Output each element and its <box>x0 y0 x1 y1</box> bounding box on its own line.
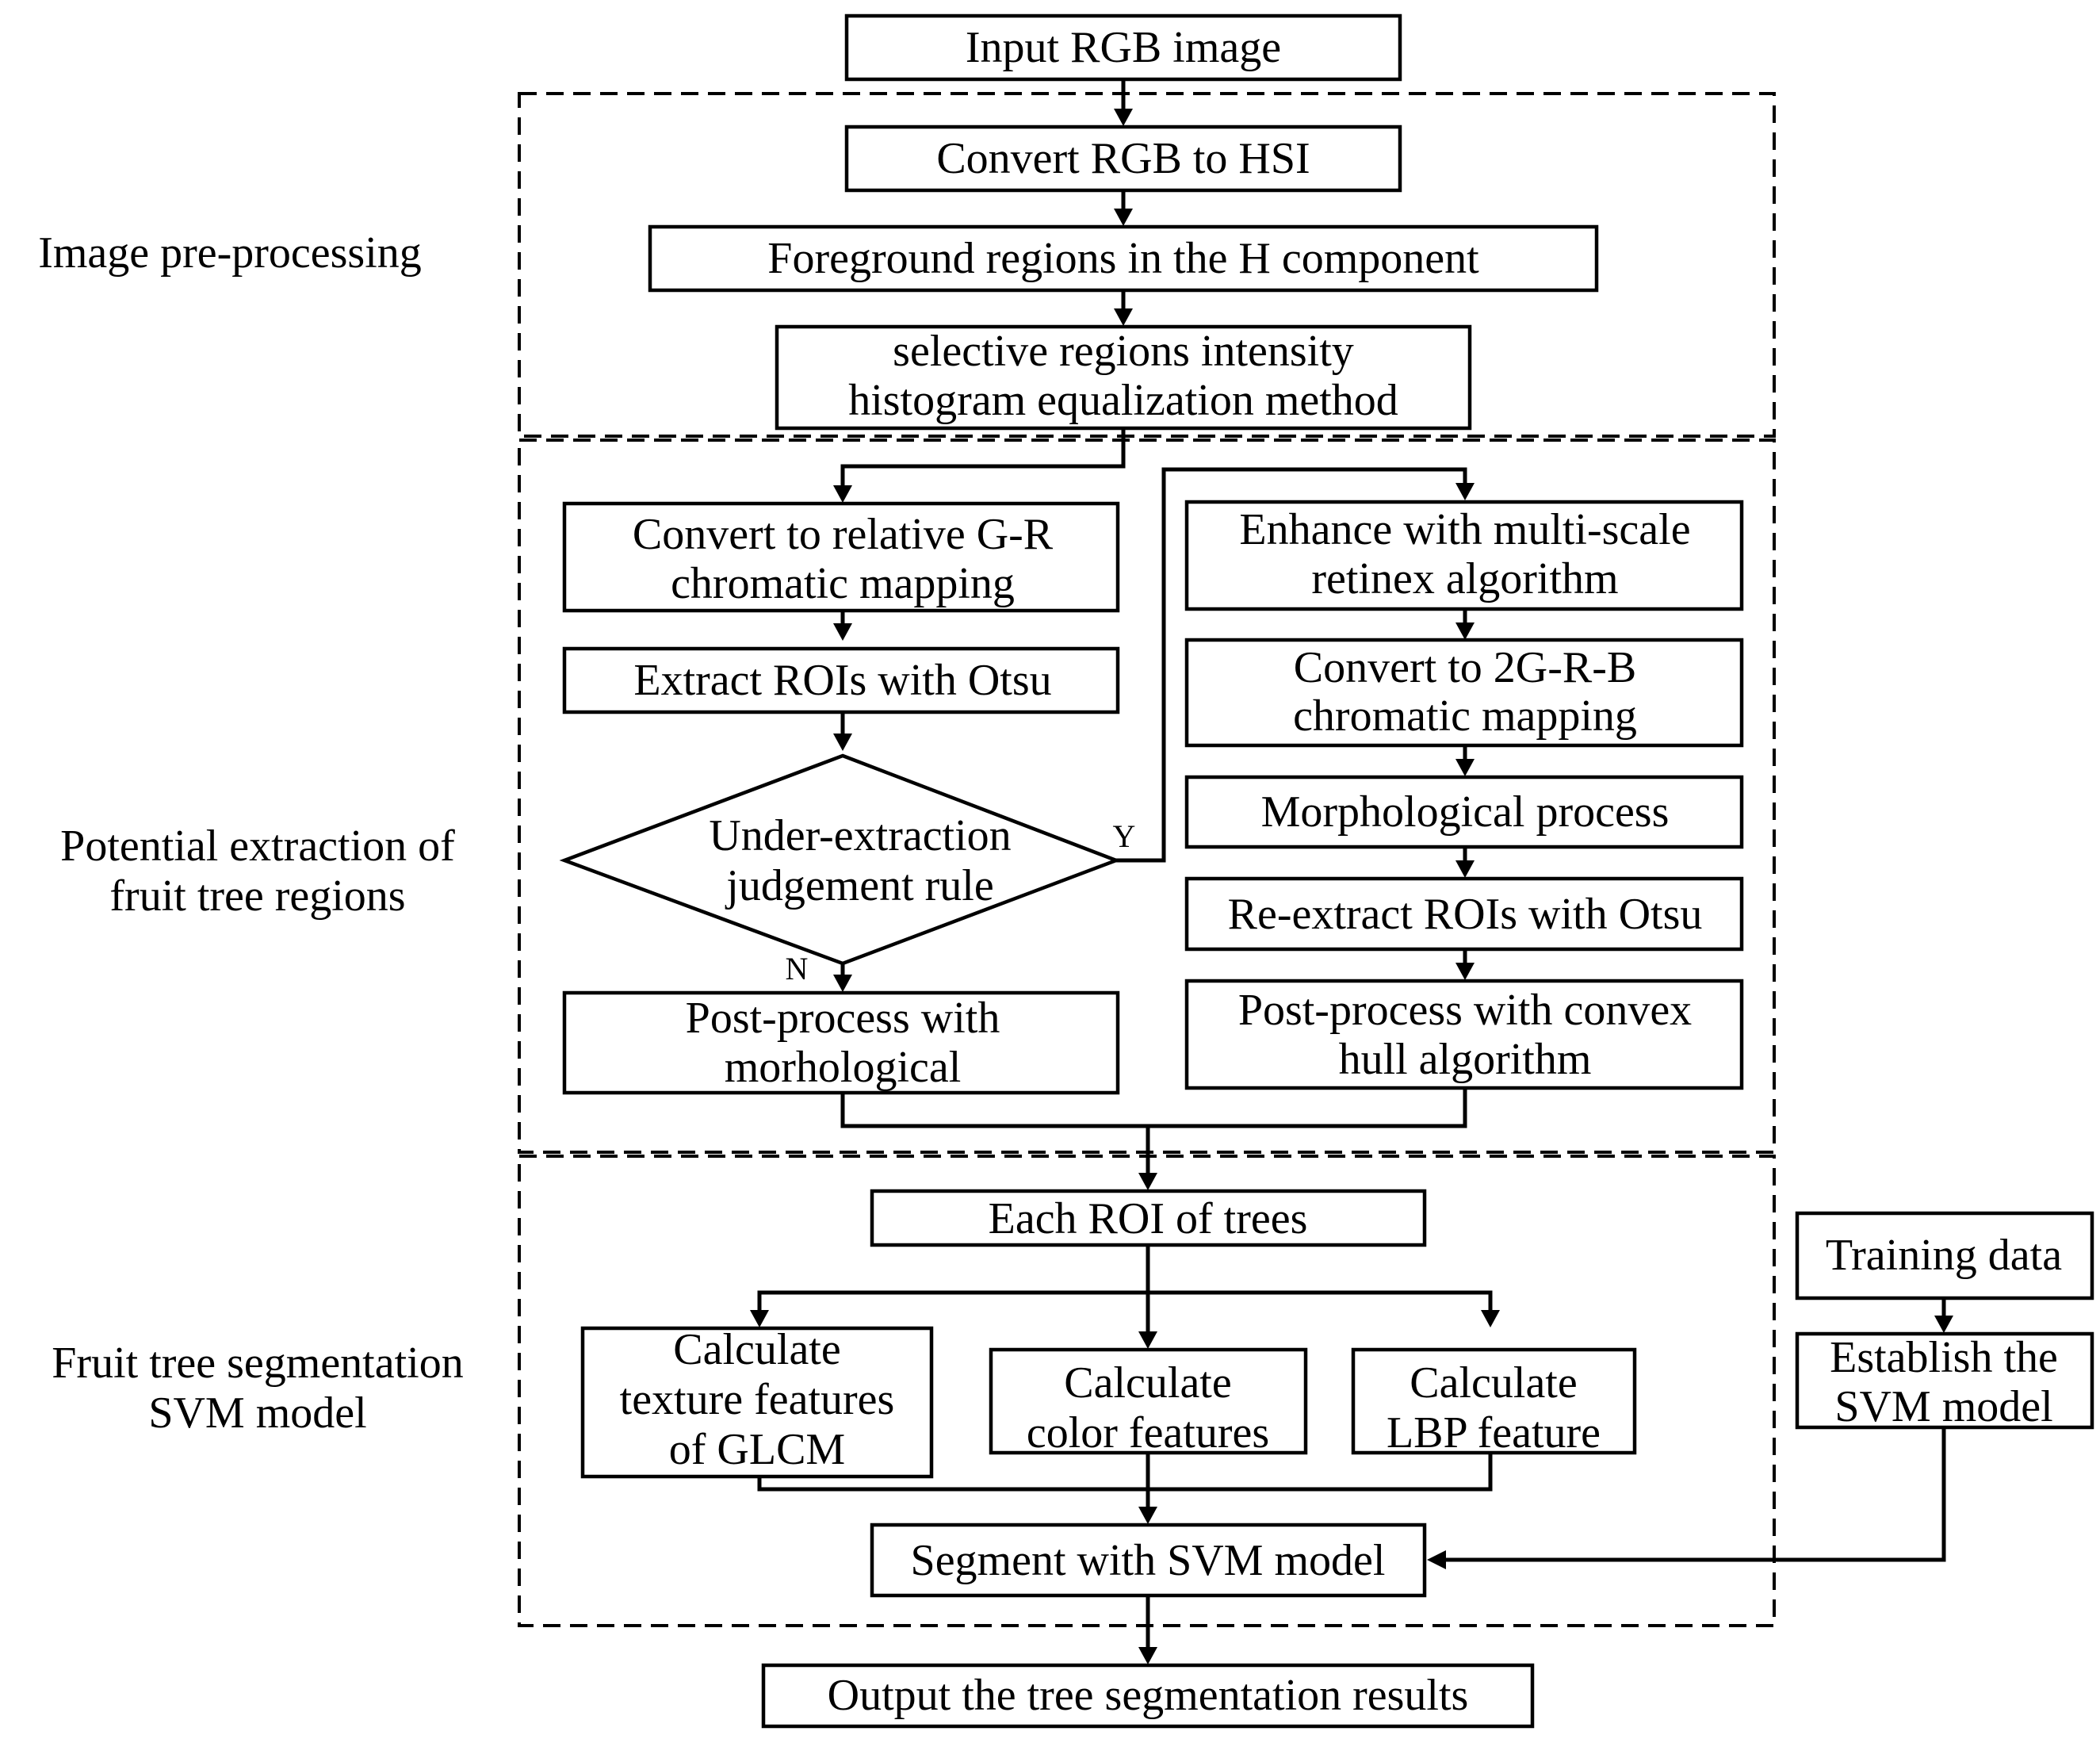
node-output-segmentation-results-label: Output the tree segmentation results <box>828 1671 1469 1720</box>
node-convex-hull <box>1184 979 1744 1090</box>
node-under-extraction-decision <box>559 753 1122 966</box>
node-training-data <box>1795 1211 2094 1300</box>
node-segment-with-svm-label: Segment with SVM model <box>911 1536 1386 1585</box>
node-convex-hull-line2: hull algorithm <box>1339 1035 1592 1084</box>
node-re-extract-rois-otsu <box>1184 876 1744 952</box>
node-histogram-equalization-line2: histogram equalization method <box>848 376 1398 425</box>
node-morphological-process <box>1184 775 1744 849</box>
node-histogram-equalization-line1: selective regions intensity <box>893 327 1354 376</box>
node-training-data-label: Training data <box>1826 1231 2062 1280</box>
node-2grb-mapping-line2: chromatic mapping <box>1293 691 1637 741</box>
node-2grb-mapping-line1: Convert to 2G-R-B <box>1294 643 1636 692</box>
node-histogram-equalization <box>775 324 1472 431</box>
node-morphological-process-label: Morphological process <box>1261 787 1670 837</box>
node-texture-features-glcm <box>580 1326 934 1479</box>
node-post-process-morphological-line2: morhological <box>725 1043 962 1092</box>
branch-label-yes: Y <box>1113 818 1136 854</box>
node-establish-svm-model <box>1795 1331 2094 1430</box>
node-foreground-regions-label: Foreground regions in the H component <box>767 234 1479 283</box>
preprocessing-group <box>518 92 1776 438</box>
node-under-extraction-decision-line2: judgement rule <box>725 861 993 910</box>
node-relative-gr-mapping-line1: Convert to relative G-R <box>633 510 1054 559</box>
branch-label-no: N <box>786 951 809 986</box>
node-texture-features-glcm-line1: Calculate <box>673 1325 840 1374</box>
stage-label-segmentation-line2: SVM model <box>148 1389 366 1438</box>
node-under-extraction-decision-line1: Under-extraction <box>709 811 1011 860</box>
node-color-features-line1: Calculate <box>1064 1358 1231 1408</box>
node-lbp-feature-line2: LBP feature <box>1387 1408 1601 1457</box>
node-multi-scale-retinex-line2: retinex algorithm <box>1311 554 1618 603</box>
node-each-roi-of-trees-label: Each ROI of trees <box>989 1194 1308 1243</box>
node-color-features <box>989 1347 1308 1455</box>
arrowheads <box>750 109 1953 1664</box>
node-extract-rois-otsu <box>562 646 1120 714</box>
node-re-extract-rois-otsu-label: Re-extract ROIs with Otsu <box>1228 890 1703 939</box>
node-establish-svm-model-line1: Establish the <box>1830 1333 2058 1382</box>
node-establish-svm-model-line2: SVM model <box>1834 1382 2052 1431</box>
stage-label-segmentation-line1: Fruit tree segmentation <box>52 1339 463 1388</box>
node-extract-rois-otsu-label: Extract ROIs with Otsu <box>633 656 1051 705</box>
node-convert-rgb-to-hsi <box>844 124 1402 193</box>
node-convex-hull-line1: Post-process with convex <box>1238 986 1692 1035</box>
stage-label-extraction-line2: fruit tree regions <box>109 871 405 921</box>
node-post-process-morphological <box>562 990 1120 1095</box>
node-2grb-mapping <box>1184 638 1744 748</box>
stage-label-extraction-line1: Potential extraction of <box>60 822 455 871</box>
node-segment-with-svm <box>870 1523 1427 1598</box>
node-each-roi-of-trees <box>870 1189 1427 1247</box>
node-input-rgb-image <box>844 13 1402 82</box>
node-convert-rgb-to-hsi-label: Convert RGB to HSI <box>936 134 1310 183</box>
connectors <box>757 79 1946 1649</box>
node-lbp-feature <box>1351 1347 1637 1455</box>
node-multi-scale-retinex-line1: Enhance with multi-scale <box>1239 505 1690 554</box>
node-relative-gr-mapping-line2: chromatic mapping <box>671 559 1015 608</box>
node-lbp-feature-line1: Calculate <box>1410 1358 1577 1408</box>
node-post-process-morphological-line1: Post-process with <box>686 994 1000 1043</box>
node-multi-scale-retinex <box>1184 500 1744 611</box>
stage-label-preprocessing: Image pre-processing <box>38 228 422 278</box>
node-texture-features-glcm-line3: of GLCM <box>669 1425 845 1474</box>
node-output-segmentation-results <box>761 1663 1535 1729</box>
node-foreground-regions <box>648 224 1599 293</box>
node-input-rgb-image-label: Input RGB image <box>966 23 1281 72</box>
node-color-features-line2: color features <box>1027 1408 1269 1457</box>
node-texture-features-glcm-line2: texture features <box>620 1375 895 1424</box>
node-relative-gr-mapping <box>562 501 1120 613</box>
